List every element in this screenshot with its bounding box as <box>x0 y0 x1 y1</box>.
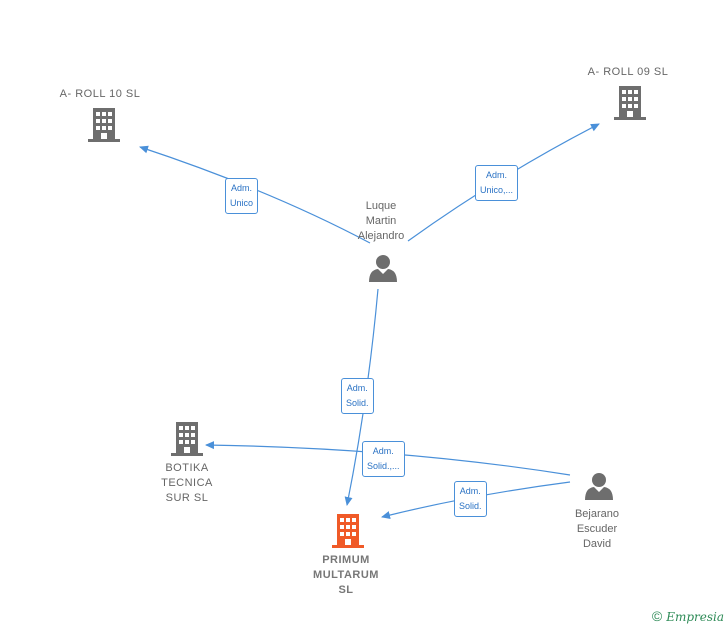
person-name-line: Alejandro <box>357 230 405 242</box>
building-icon[interactable] <box>88 108 120 142</box>
company-name-line: MULTARUM <box>313 569 379 581</box>
company-name-line: SUR SL <box>165 492 209 504</box>
node-label-luque[interactable]: Luque Martin Alejandro <box>333 199 429 244</box>
copyright-symbol: © <box>651 608 663 624</box>
company-name-line: TECNICA <box>161 477 213 489</box>
role-line: Solid. <box>459 501 482 511</box>
person-name-line: Escuder <box>576 523 618 535</box>
edge-label-bejarano-primum[interactable]: Adm. Solid. <box>454 481 487 517</box>
role-line: Unico <box>230 198 254 208</box>
brand-logo-text[interactable]: Empresia <box>666 610 724 624</box>
person-icon[interactable] <box>369 255 397 282</box>
company-name: A- ROLL 09 SL <box>587 66 669 78</box>
role-line: Unico,... <box>480 185 514 195</box>
role-line: Solid.,... <box>367 461 400 471</box>
building-icon-focus[interactable] <box>332 514 364 548</box>
edge-label-luque-primum[interactable]: Adm. Solid. <box>341 378 374 414</box>
role-line: Solid. <box>346 398 369 408</box>
edge-label-luque-aroll09[interactable]: Adm. Unico,... <box>475 165 519 201</box>
role-line: Adm. <box>486 170 508 180</box>
node-label-aroll10[interactable]: A- ROLL 10 SL <box>40 87 160 102</box>
company-name-line: SL <box>338 584 354 596</box>
node-label-botika[interactable]: BOTIKA TECNICA SUR SL <box>142 461 232 506</box>
credit: ©Empresia <box>652 608 724 624</box>
company-name-line: BOTIKA <box>165 462 209 474</box>
person-name-line: Bejarano <box>574 508 620 520</box>
role-line: Adm. <box>459 486 481 496</box>
building-icon[interactable] <box>614 86 646 120</box>
company-name-line: PRIMUM <box>322 554 370 566</box>
company-name: A- ROLL 10 SL <box>59 88 141 100</box>
person-name-line: Martin <box>365 215 397 227</box>
edge-label-bejarano-botika[interactable]: Adm. Solid.,... <box>362 441 405 477</box>
edge-label-luque-aroll10[interactable]: Adm. Unico <box>225 178 259 214</box>
node-label-aroll09[interactable]: A- ROLL 09 SL <box>568 65 688 80</box>
person-name-line: Luque <box>365 200 397 212</box>
person-icon[interactable] <box>585 473 613 500</box>
role-line: Adm. <box>372 446 394 456</box>
building-icon[interactable] <box>171 422 203 456</box>
role-line: Adm. <box>346 383 368 393</box>
role-line: Adm. <box>231 183 253 193</box>
person-name-line: David <box>582 538 612 550</box>
node-label-bejarano[interactable]: Bejarano Escuder David <box>552 507 642 552</box>
node-label-primum[interactable]: PRIMUM MULTARUM SL <box>298 553 394 598</box>
edge-luque-aroll10[interactable] <box>139 145 371 244</box>
